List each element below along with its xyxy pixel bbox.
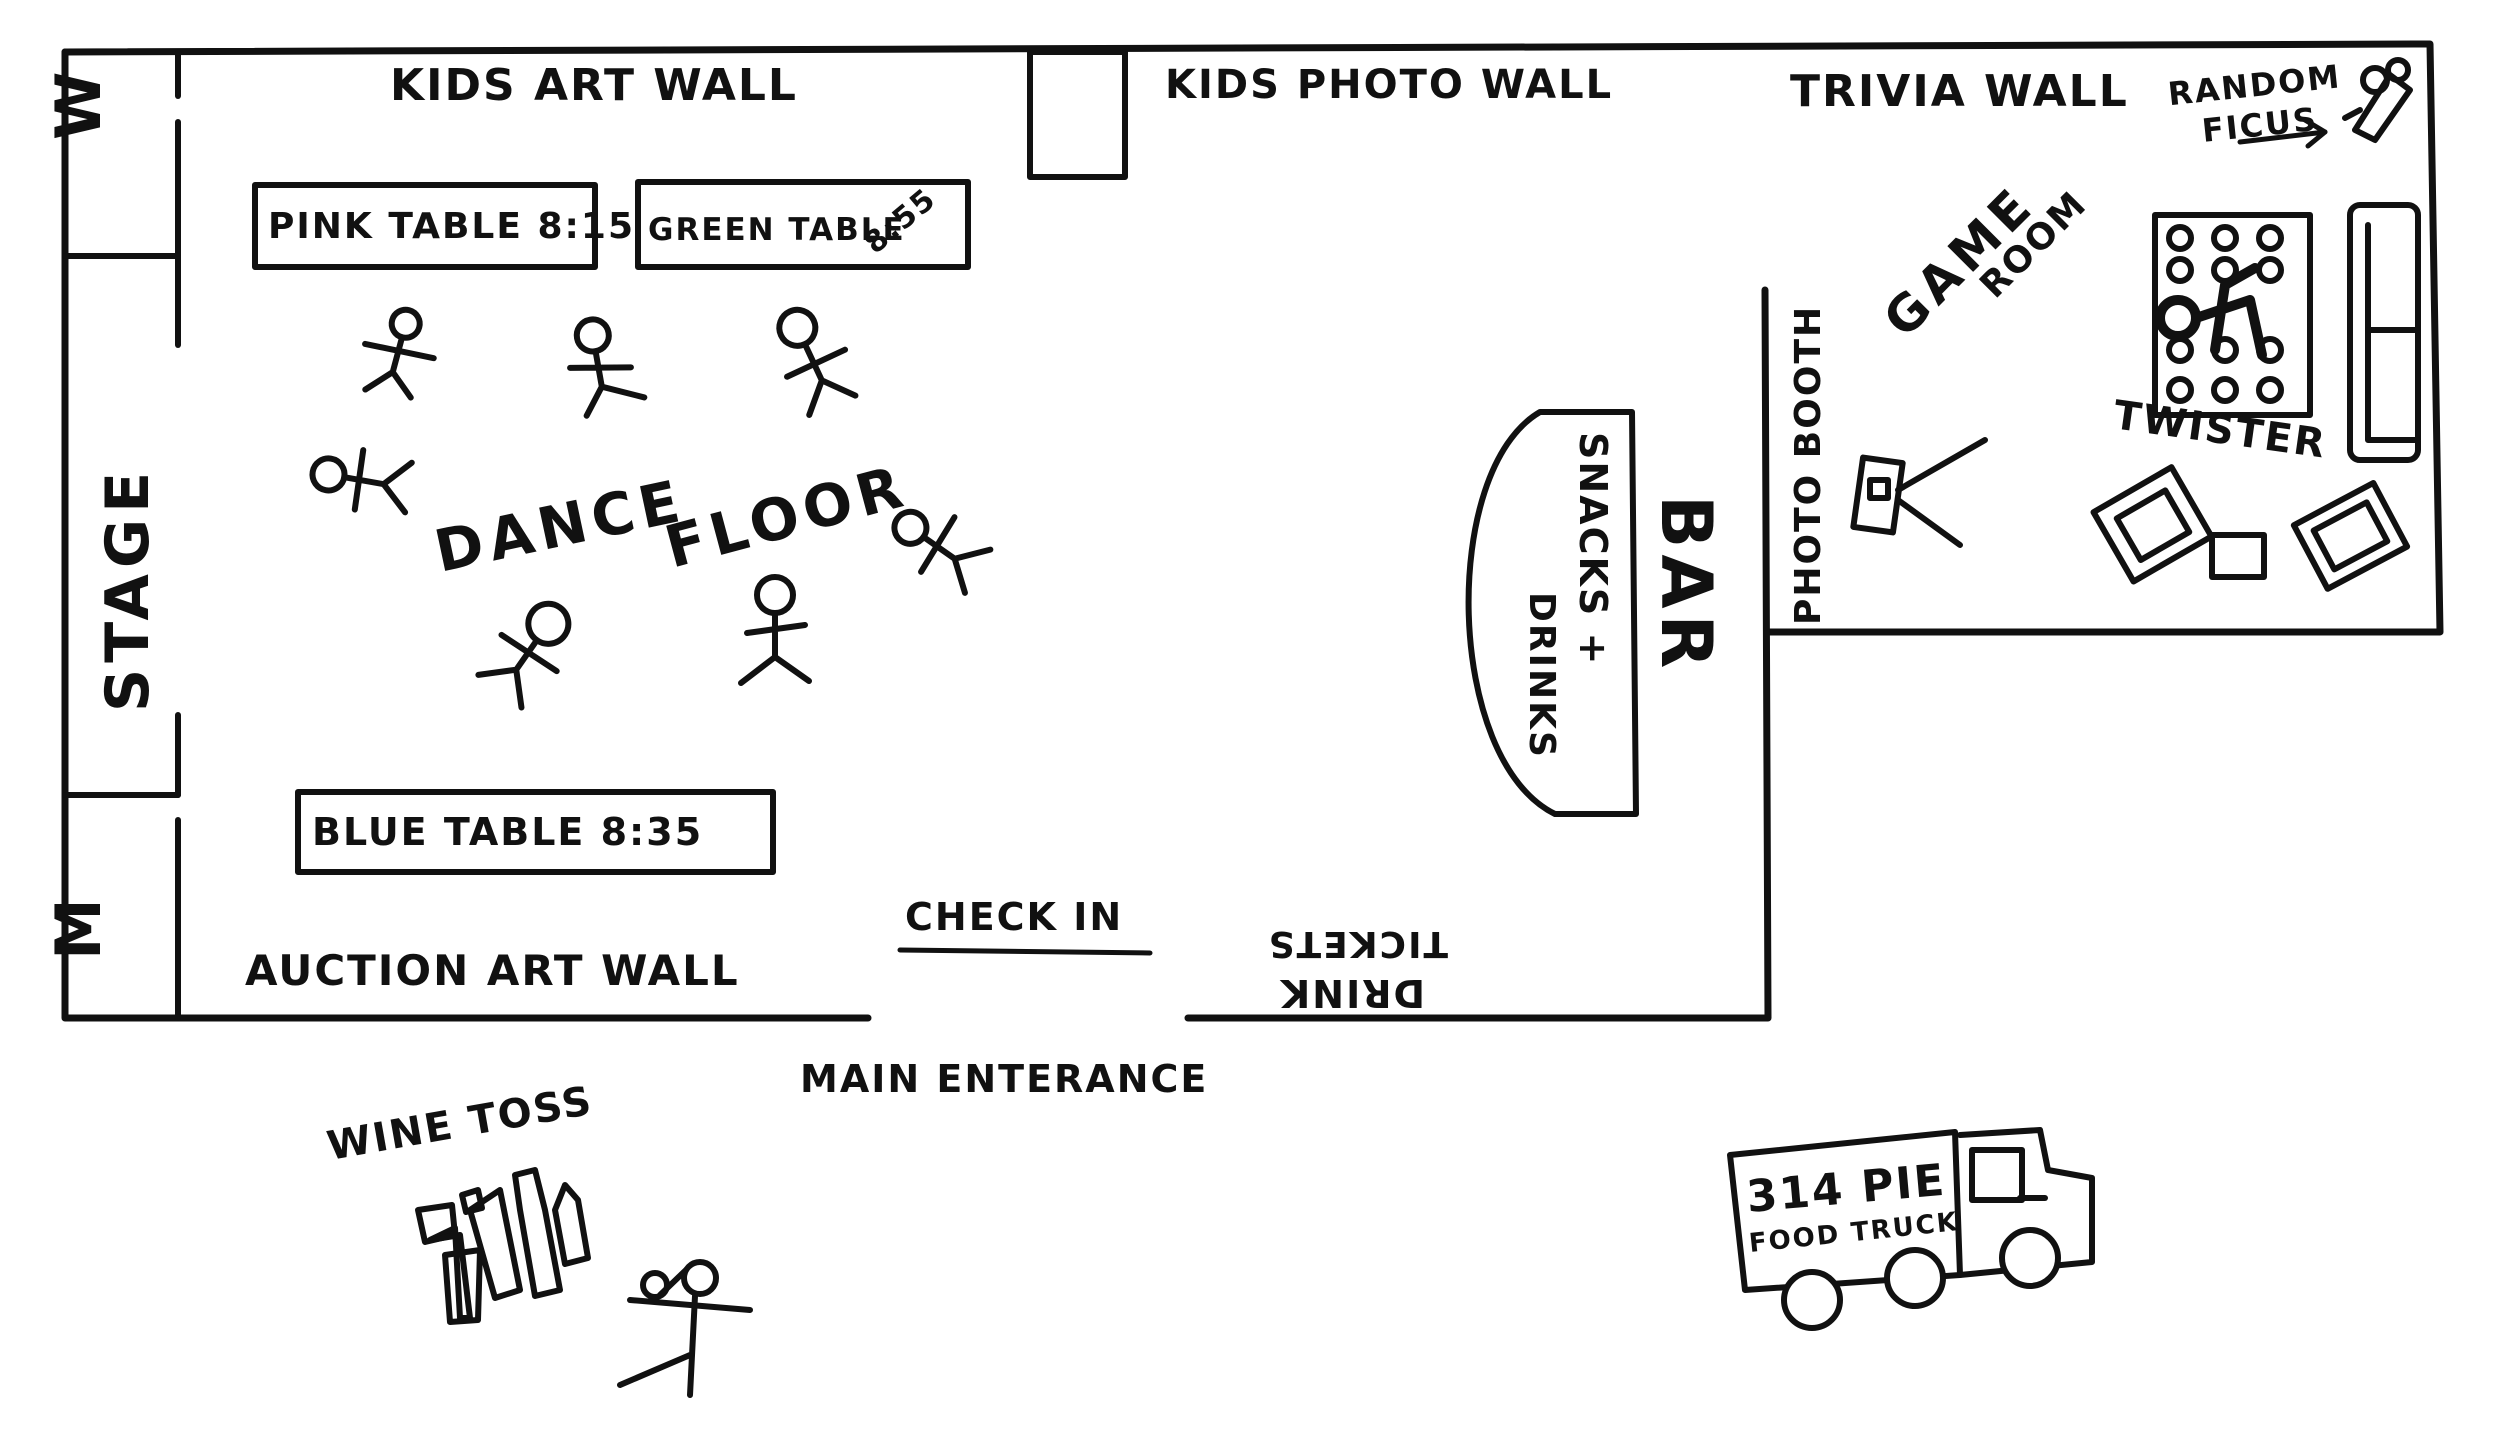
stick-figure-icon — [617, 1259, 753, 1398]
food-truck-icon — [1727, 1127, 2095, 1331]
sofa-icon[interactable] — [2347, 202, 2421, 463]
bar-label: BAR — [1645, 495, 1727, 674]
green-table-label: GREEN TABLE — [648, 212, 906, 248]
stick-figure-icon — [891, 508, 994, 596]
stage-label: STAGE — [93, 466, 163, 712]
green-table[interactable]: GREEN TABLE 8:55 — [635, 179, 971, 270]
stage-walls — [62, 49, 181, 1021]
snacks-label: SNACKS + — [1571, 432, 1615, 666]
blue-table-label: BLUE TABLE 8:35 — [312, 810, 703, 854]
arrow-icon — [2237, 117, 2328, 149]
dancers — [309, 306, 994, 711]
pink-table-label: PINK TABLE 8:15 — [268, 206, 635, 247]
camera-icon — [1850, 437, 1988, 548]
dance-label: DANCE — [429, 466, 691, 585]
check-in-label: CHECK IN — [905, 895, 1123, 939]
kids-art-wall-label: KIDS ART WALL — [390, 60, 798, 111]
ficus-plant-icon — [2342, 57, 2413, 143]
stick-figure-icon — [309, 447, 415, 516]
wine-bottle-icon[interactable] — [415, 1167, 591, 1325]
auction-art-wall-label: AUCTION ART WALL — [245, 946, 740, 995]
building-walls — [61, 40, 2444, 1022]
tickets-label: TICKETS — [1267, 923, 1448, 964]
restroom-men-label: M — [42, 896, 115, 960]
kids-photo-wall-label: KIDS PHOTO WALL — [1165, 62, 1613, 108]
photo-booth-label: PHOTO BOOTH — [1788, 305, 1829, 625]
blue-table[interactable]: BLUE TABLE 8:35 — [295, 789, 776, 875]
side-table — [2209, 532, 2267, 580]
drink-label: DRINK — [1279, 971, 1425, 1015]
stick-figure-icon — [567, 316, 648, 419]
pillar — [1027, 49, 1128, 180]
twister-label: TWISTER — [2111, 392, 2330, 467]
restroom-women-label: W — [42, 70, 115, 140]
snacks-drinks-counter[interactable] — [1465, 409, 1639, 817]
drink-tickets-note: DRINK TICKETS — [1267, 923, 1448, 1015]
pink-table[interactable]: PINK TABLE 8:15 — [252, 182, 635, 270]
stick-figure-icon — [776, 306, 859, 418]
stick-figure-icon — [738, 574, 812, 686]
check-in-underline — [897, 947, 1153, 956]
main-entrance-label: MAIN ENTERANCE — [800, 1057, 1208, 1101]
wine-toss-label: WINE TOSS — [324, 1078, 597, 1170]
twister-mat-icon[interactable] — [2152, 212, 2313, 418]
armchair-icon[interactable] — [2090, 464, 2215, 585]
armchair-icon[interactable] — [2290, 479, 2411, 592]
trivia-wall-label: TRIVIA WALL — [1790, 66, 2129, 117]
drinks-label: DRINKS — [1521, 592, 1562, 759]
stick-figure-icon — [2155, 263, 2267, 360]
stick-figure-icon — [475, 600, 572, 711]
stick-figure-icon — [362, 306, 437, 401]
random-label: RANDOM — [2166, 57, 2343, 113]
floor-label: FLOOR — [658, 452, 915, 582]
